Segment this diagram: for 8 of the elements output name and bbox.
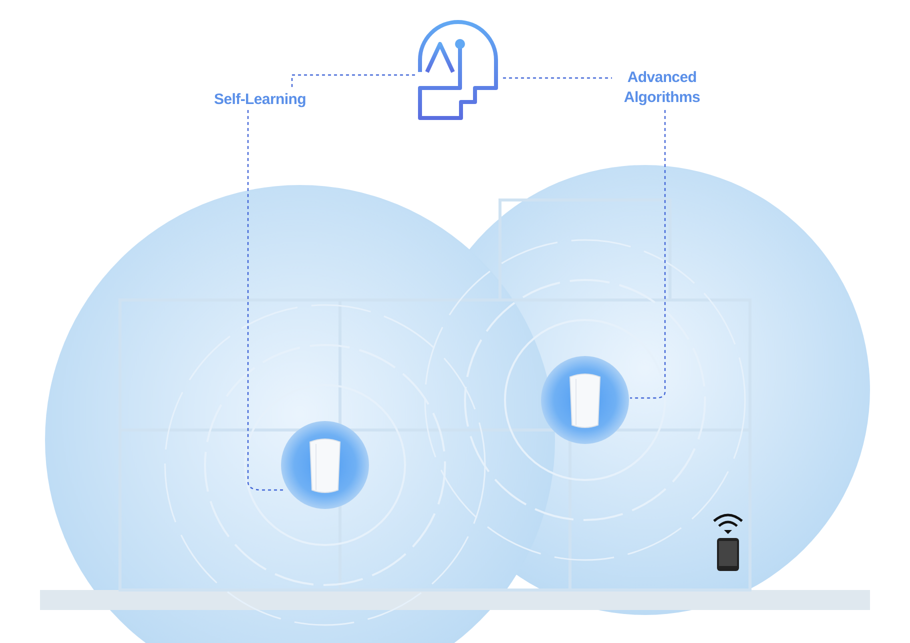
leader-line: [247, 110, 283, 491]
feature-label: Self-Learning: [208, 90, 312, 110]
leader-line: [291, 74, 415, 90]
leader-line: [630, 110, 666, 399]
feature-label: Advanced Algorithms: [612, 68, 712, 110]
mesh-router-icon: [280, 420, 370, 510]
mesh-router-icon: [540, 355, 630, 445]
leader-line: [503, 77, 612, 79]
